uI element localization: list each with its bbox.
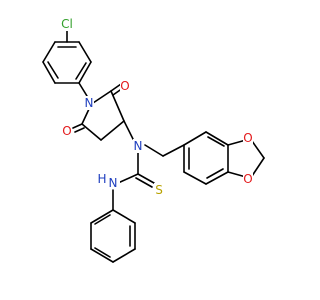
bond-amine-ch2 [144,144,164,157]
benzodioxole-ring [183,131,229,185]
atom-label-o-diox2: O [243,172,253,186]
atom-label-cl: Cl [59,17,75,31]
atom-label-nh: H N [96,172,120,190]
amine-nitrogen-label: N [134,139,143,153]
atom-label-s: S [154,183,164,197]
carbonyl-oxygen-upper-label: O [120,79,129,93]
succinimide-ring [72,83,125,141]
chlorophenyl-ring [42,41,92,84]
ring-nitrogen-label: N [85,96,94,110]
bond-cs-nh [117,173,139,184]
chlorine-label: Cl [61,17,73,31]
bond-cs-s-2 [135,177,153,188]
atom-label-n-amine: N [133,139,143,153]
bond-ring-amine [123,120,134,140]
phenyl-ring [90,209,136,263]
atom-label-o-lower: O [62,124,72,138]
molecule-structure: Cl N O O N H N S O O [42,17,265,263]
dioxole-oxygen-upper-label: O [243,131,252,145]
hydrogen-label: H [97,172,106,186]
atom-label-o-upper: O [120,79,130,93]
dioxole-oxygen-lower-label: O [243,172,252,186]
atom-label-n-ring: N [84,96,94,110]
bond-ring-n [78,82,88,97]
bond-cs-s-1 [137,173,155,184]
sulfur-label: S [155,183,163,197]
bond-ch2-ar [162,144,185,157]
nh-nitrogen-label: N [109,176,118,190]
carbonyl-oxygen-lower-label: O [62,124,71,138]
atom-label-o-diox1: O [243,131,253,145]
